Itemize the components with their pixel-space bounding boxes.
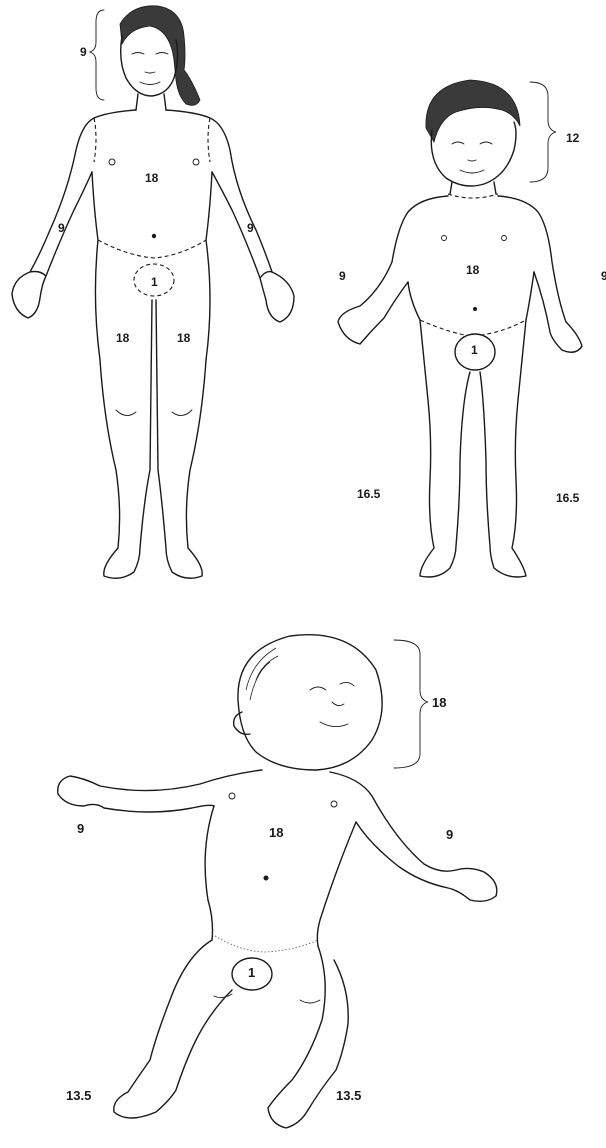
child-head-percent-label: 12	[566, 132, 579, 144]
infant-trunk-percent-label: 18	[269, 826, 283, 839]
infant-figure	[58, 635, 497, 1128]
adult-head-bracket	[90, 10, 104, 100]
child-head-bracket	[530, 82, 556, 182]
infant-genital-percent-label: 1	[248, 966, 255, 979]
child-figure	[338, 80, 582, 577]
infant-right-leg-percent-label: 13.5	[66, 1089, 91, 1102]
infant-left-arm-percent-label: 9	[446, 828, 453, 841]
child-right-arm-percent-label: 9	[339, 270, 346, 282]
infant-head-bracket	[394, 640, 428, 768]
adult-genital-percent-label: 1	[151, 276, 158, 288]
child-left-arm-percent-label: 9	[601, 270, 606, 282]
adult-left-leg-percent-label: 18	[177, 332, 190, 344]
infant-right-arm-percent-label: 9	[77, 822, 84, 835]
adult-trunk-percent-label: 18	[145, 172, 158, 184]
child-right-leg-percent-label: 16.5	[357, 488, 380, 500]
child-left-leg-percent-label: 16.5	[556, 492, 579, 504]
infant-left-leg-percent-label: 13.5	[336, 1089, 361, 1102]
adult-right-arm-percent-label: 9	[58, 222, 65, 234]
adult-left-arm-percent-label: 9	[247, 222, 254, 234]
child-genital-percent-label: 1	[471, 344, 478, 356]
adult-figure	[12, 6, 294, 578]
infant-head-percent-label: 18	[432, 696, 446, 709]
adult-head-percent-label: 9	[80, 46, 87, 58]
child-trunk-percent-label: 18	[466, 264, 479, 276]
adult-right-leg-percent-label: 18	[116, 332, 129, 344]
